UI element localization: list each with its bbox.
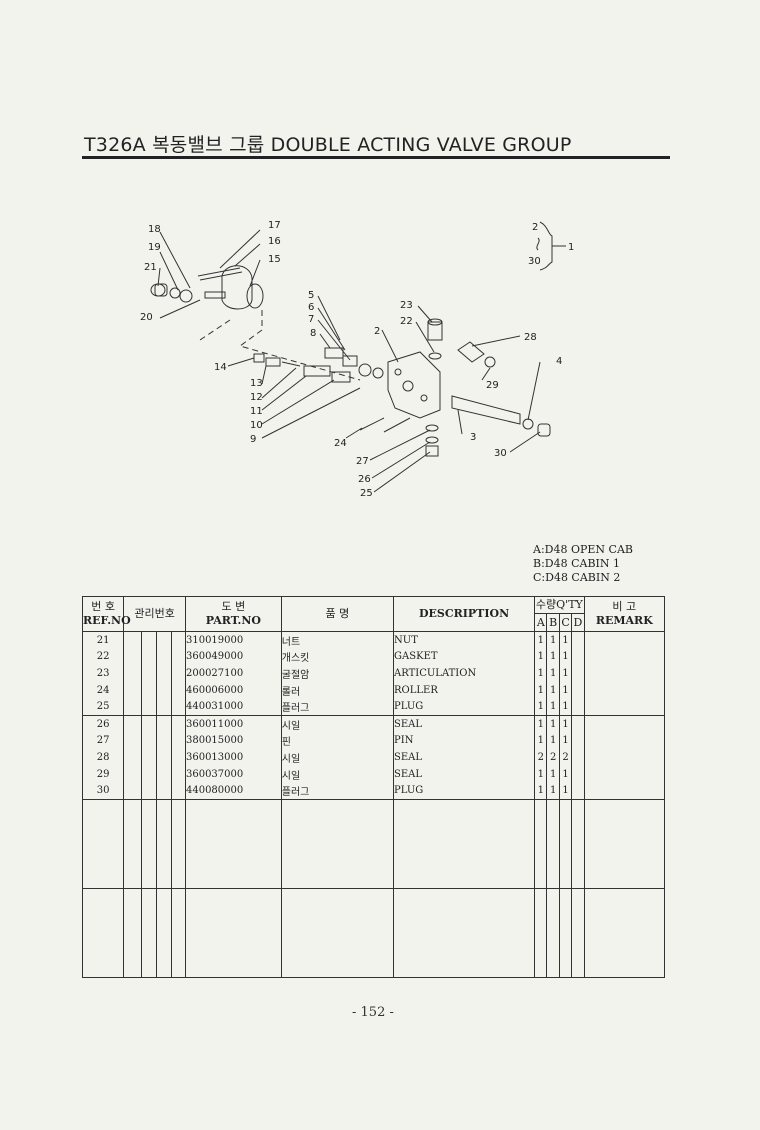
diagram-part-5 bbox=[372, 367, 384, 379]
callout-11: 11 bbox=[250, 406, 263, 417]
callout-14: 14 bbox=[214, 362, 227, 373]
diagram-part-17 bbox=[197, 267, 241, 277]
diagram-part-10 bbox=[331, 371, 351, 383]
cab-legend: A:D48 OPEN CAB B:D48 CABIN 1 C:D48 CABIN… bbox=[533, 543, 633, 585]
callout-21: 21 bbox=[144, 262, 157, 273]
diagram-part-19 bbox=[169, 287, 181, 299]
diagram-part-3 bbox=[451, 395, 521, 425]
diagram-part-14 bbox=[253, 353, 265, 363]
callout-22: 22 bbox=[400, 316, 413, 327]
callout-8: 8 bbox=[310, 328, 316, 339]
header-qty-b: B bbox=[547, 614, 560, 631]
diagram-part-22 bbox=[428, 352, 442, 360]
callout-6: 6 bbox=[308, 302, 314, 313]
diagram-part-28 bbox=[457, 341, 485, 363]
callout-7: 7 bbox=[308, 314, 314, 325]
callout-29: 29 bbox=[486, 380, 499, 391]
header-qty-c: C bbox=[560, 614, 573, 631]
legend-a: A:D48 OPEN CAB bbox=[533, 543, 633, 556]
header-mgmt: 관리번호 bbox=[123, 596, 186, 632]
callout-25: 25 bbox=[360, 488, 373, 499]
callout-19: 19 bbox=[148, 242, 161, 253]
table-row-empty bbox=[81, 888, 666, 978]
callout-30: 30 bbox=[494, 448, 507, 459]
callout-18: 18 bbox=[148, 224, 161, 235]
diagram-part-12 bbox=[281, 361, 301, 367]
diagram-part-11 bbox=[303, 365, 331, 377]
callout-26: 26 bbox=[358, 474, 371, 485]
diagram-part-4 bbox=[522, 418, 534, 430]
callout-20: 20 bbox=[140, 312, 153, 323]
callout-5: 5 bbox=[308, 290, 314, 301]
callout-16: 16 bbox=[268, 236, 281, 247]
assembly-note-top: 2 bbox=[532, 222, 538, 233]
diagram-part-30 bbox=[537, 423, 551, 437]
callout-10: 10 bbox=[250, 420, 263, 431]
page-title: T326A 복동밸브 그룹 DOUBLE ACTING VALVE GROUP bbox=[84, 134, 572, 156]
diagram-part-29 bbox=[484, 356, 496, 368]
header-qty: 수량Q'TY A B C D bbox=[534, 596, 585, 632]
title-rule bbox=[82, 156, 670, 159]
diagram-part-21-body bbox=[154, 283, 168, 297]
diagram-part-8 bbox=[324, 347, 344, 359]
diagram-part-2 bbox=[387, 351, 441, 419]
callout-27: 27 bbox=[356, 456, 369, 467]
header-name-kr: 품 명 bbox=[280, 596, 395, 632]
callout-15: 15 bbox=[268, 254, 281, 265]
callout-9: 9 bbox=[250, 434, 256, 445]
callout-2: 2 bbox=[374, 326, 380, 337]
assembly-note-bottom: 30 bbox=[528, 256, 541, 267]
callout-24: 24 bbox=[334, 438, 347, 449]
callout-12: 12 bbox=[250, 392, 263, 403]
assembly-note-mid: 1 bbox=[568, 242, 574, 253]
exploded-parts-diagram: 18 19 21 20 17 16 15 5 6 7 8 2 23 22 28 … bbox=[140, 220, 574, 499]
header-qty-d: D bbox=[573, 616, 583, 629]
diagram-part-6 bbox=[358, 363, 372, 377]
header-qty-a: A bbox=[535, 614, 548, 631]
callout-28: 28 bbox=[524, 332, 537, 343]
page-number: - 152 - bbox=[352, 1005, 394, 1020]
diagram-part-15 bbox=[246, 283, 264, 309]
diagram-part-23 bbox=[427, 321, 443, 341]
diagram-part-25 bbox=[425, 445, 439, 457]
header-description: DESCRIPTION bbox=[393, 596, 536, 632]
diagram-part-7 bbox=[342, 355, 358, 367]
diagram-part-24 bbox=[359, 417, 385, 431]
diagram-part-27 bbox=[425, 424, 439, 432]
diagram-part-13 bbox=[265, 357, 281, 367]
legend-b: B:D48 CABIN 1 bbox=[533, 557, 621, 570]
callout-3: 3 bbox=[470, 432, 476, 443]
table-row-empty bbox=[81, 799, 666, 889]
callout-4: 4 bbox=[556, 356, 562, 367]
diagram-part-20 bbox=[204, 291, 226, 299]
callout-23: 23 bbox=[400, 300, 413, 311]
diagram-part-26 bbox=[425, 436, 439, 444]
callout-17: 17 bbox=[268, 220, 281, 231]
diagram-part-16 bbox=[221, 265, 253, 310]
callout-13: 13 bbox=[250, 378, 263, 389]
diagram-part-18 bbox=[179, 289, 193, 303]
legend-c: C:D48 CABIN 2 bbox=[533, 571, 621, 584]
